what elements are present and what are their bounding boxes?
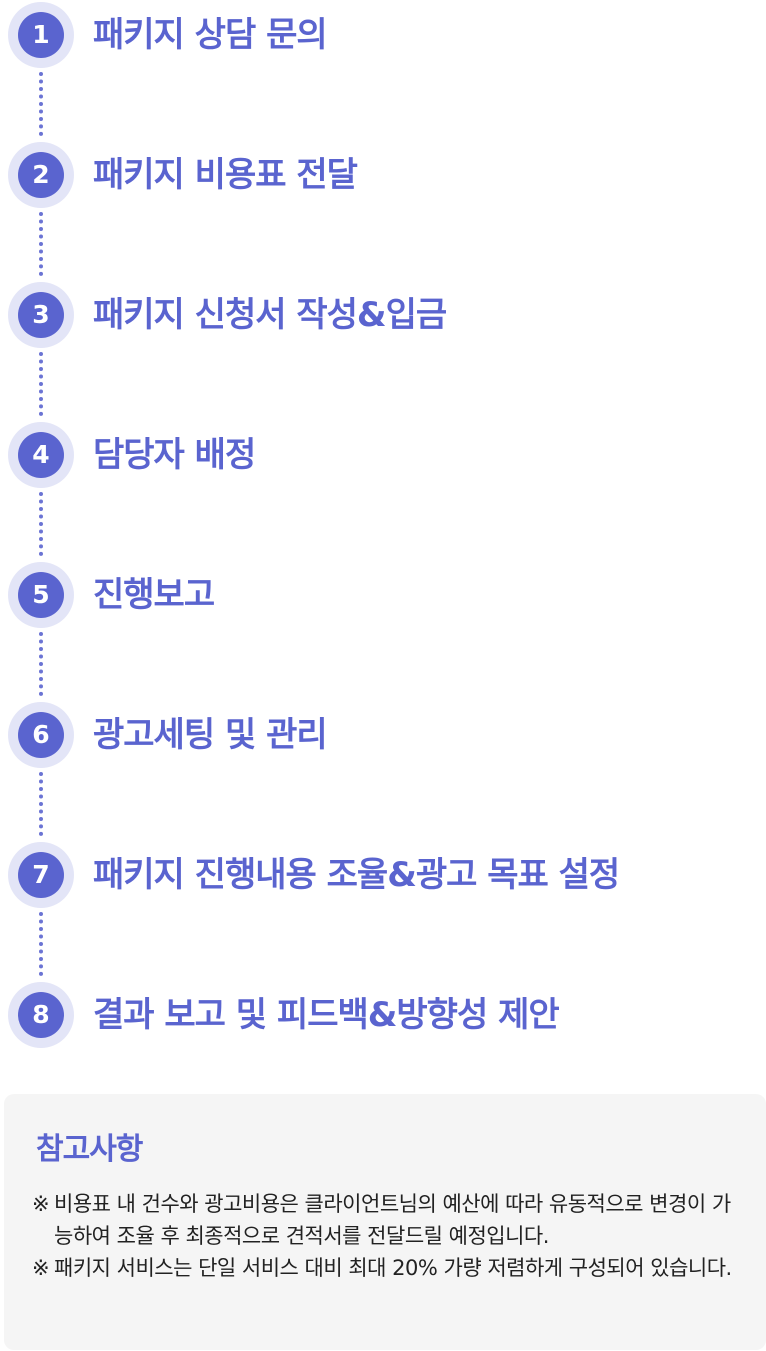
step-connector <box>39 72 43 136</box>
step-4: 4 담당자 배정 <box>0 420 766 490</box>
note-text: 패키지 서비스는 단일 서비스 대비 최대 20% 가량 저렴하게 구성되어 있… <box>54 1256 732 1280</box>
step-label: 광고세팅 및 관리 <box>93 715 328 755</box>
step-number: 2 <box>18 152 64 198</box>
step-badge: 1 <box>8 2 74 68</box>
step-connector <box>39 212 43 276</box>
step-badge: 2 <box>8 142 74 208</box>
step-number: 3 <box>18 292 64 338</box>
step-label: 패키지 신청서 작성&입금 <box>93 295 447 335</box>
step-connector <box>39 492 43 556</box>
note-item: ※ 비용표 내 건수와 광고비용은 클라이언트님의 예산에 따라 유동적으로 변… <box>32 1188 747 1252</box>
step-label: 결과 보고 및 피드백&방향성 제안 <box>93 995 560 1035</box>
step-label: 담당자 배정 <box>93 435 256 475</box>
note-text: 비용표 내 건수와 광고비용은 클라이언트님의 예산에 따라 유동적으로 변경이… <box>54 1192 731 1248</box>
step-label: 패키지 진행내용 조율&광고 목표 설정 <box>93 855 620 895</box>
step-badge: 6 <box>8 702 74 768</box>
step-6: 6 광고세팅 및 관리 <box>0 700 766 770</box>
step-number: 5 <box>18 572 64 618</box>
note-item: ※ 패키지 서비스는 단일 서비스 대비 최대 20% 가량 저렴하게 구성되어… <box>32 1252 747 1284</box>
reference-mark-icon: ※ <box>32 1256 50 1280</box>
step-number: 7 <box>18 852 64 898</box>
step-badge: 7 <box>8 842 74 908</box>
step-2: 2 패키지 비용표 전달 <box>0 140 766 210</box>
notes-box: 참고사항 ※ 비용표 내 건수와 광고비용은 클라이언트님의 예산에 따라 유동… <box>4 1094 766 1350</box>
step-8: 8 결과 보고 및 피드백&방향성 제안 <box>0 980 766 1050</box>
step-label: 패키지 상담 문의 <box>93 15 328 55</box>
step-label: 패키지 비용표 전달 <box>93 155 358 195</box>
step-number: 1 <box>18 12 64 58</box>
step-connector <box>39 632 43 696</box>
step-1: 1 패키지 상담 문의 <box>0 0 766 70</box>
step-connector <box>39 772 43 836</box>
step-5: 5 진행보고 <box>0 560 766 630</box>
step-number: 6 <box>18 712 64 758</box>
step-number: 8 <box>18 992 64 1038</box>
step-3: 3 패키지 신청서 작성&입금 <box>0 280 766 350</box>
reference-mark-icon: ※ <box>32 1192 50 1216</box>
step-badge: 4 <box>8 422 74 488</box>
step-badge: 3 <box>8 282 74 348</box>
step-connector <box>39 912 43 976</box>
step-connector <box>39 352 43 416</box>
step-7: 7 패키지 진행내용 조율&광고 목표 설정 <box>0 840 766 910</box>
step-badge: 5 <box>8 562 74 628</box>
step-badge: 8 <box>8 982 74 1048</box>
step-label: 진행보고 <box>93 575 215 615</box>
notes-title: 참고사항 <box>36 1132 143 1167</box>
step-number: 4 <box>18 432 64 478</box>
